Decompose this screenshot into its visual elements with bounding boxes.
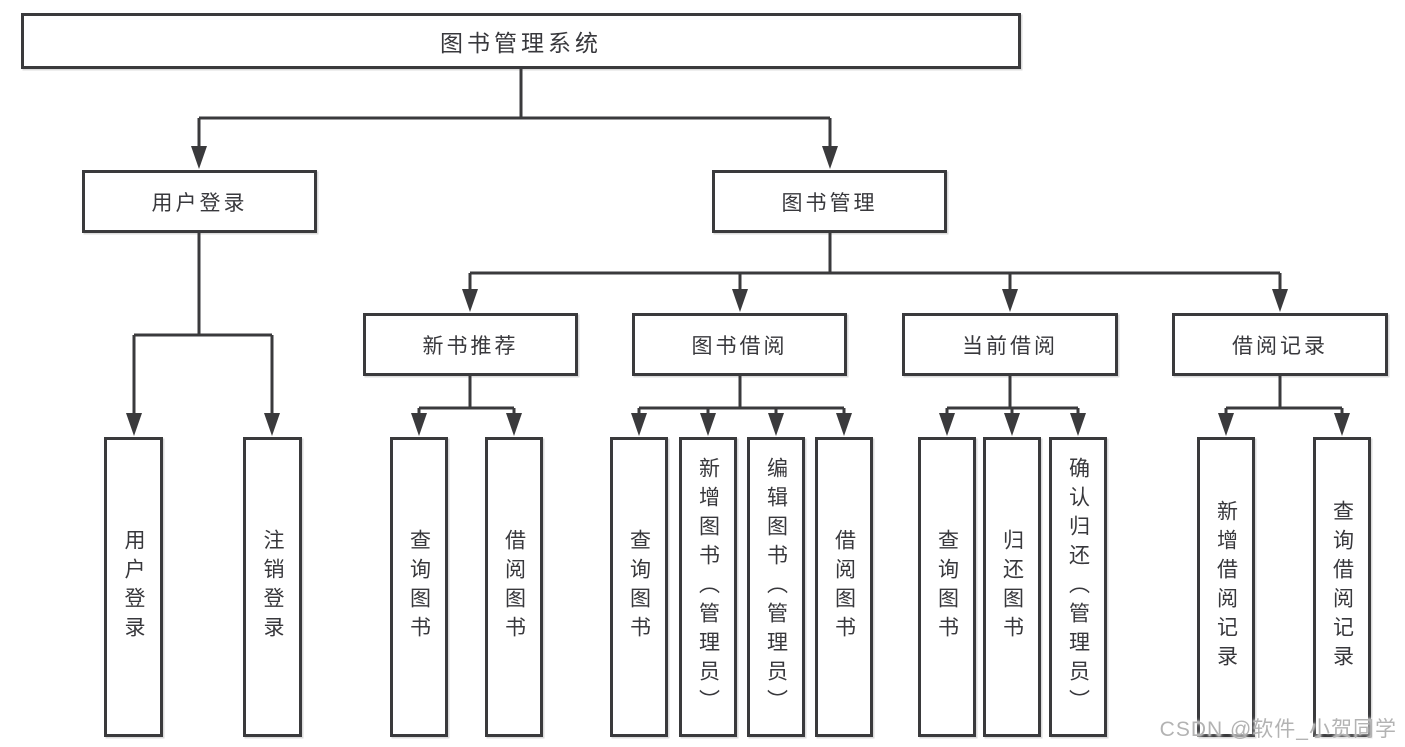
node-new-book-recommend-label: 新书推荐 [422, 334, 519, 358]
leaf-query-borrow-record-label: 查询借阅记录 [1330, 500, 1354, 674]
leaf-confirm-return-admin-label: 确认归还（管理员） [1066, 456, 1090, 718]
node-book-management-branch-label: 图书管理 [781, 191, 878, 215]
leaf-return-book: 归还图书 [983, 437, 1041, 737]
arrowheads [126, 146, 1350, 436]
node-system-root-label: 图书管理系统 [440, 30, 602, 56]
node-new-book-recommend: 新书推荐 [363, 313, 578, 376]
leaf-logout-label: 注销登录 [261, 529, 284, 645]
watermark: CSDN @软件_小贺同学 [1159, 718, 1397, 741]
leaf-confirm-return-admin: 确认归还（管理员） [1049, 437, 1107, 737]
leaf-user-login: 用户登录 [104, 437, 163, 737]
leaf-query-book-1-label: 查询图书 [407, 529, 431, 645]
leaf-borrow-book-1: 借阅图书 [485, 437, 543, 737]
node-borrowing-records: 借阅记录 [1172, 313, 1388, 376]
leaf-add-borrow-record-label: 新增借阅记录 [1214, 500, 1238, 674]
node-book-management-branch: 图书管理 [712, 170, 947, 233]
leaf-query-book-2: 查询图书 [610, 437, 668, 737]
leaf-return-book-label: 归还图书 [1000, 529, 1024, 645]
node-current-borrowing: 当前借阅 [902, 313, 1118, 376]
leaf-query-book-1: 查询图书 [390, 437, 448, 737]
node-system-root: 图书管理系统 [21, 13, 1021, 69]
leaf-query-book-3: 查询图书 [918, 437, 976, 737]
leaf-borrow-book-2: 借阅图书 [815, 437, 873, 737]
leaf-query-borrow-record: 查询借阅记录 [1313, 437, 1371, 737]
leaf-add-book-admin: 新增图书（管理员） [679, 437, 737, 737]
node-user-login-branch: 用户登录 [82, 170, 317, 233]
leaf-add-borrow-record: 新增借阅记录 [1197, 437, 1255, 737]
leaf-user-login-label: 用户登录 [122, 529, 145, 645]
node-current-borrowing-label: 当前借阅 [962, 334, 1058, 358]
leaf-borrow-book-2-label: 借阅图书 [832, 529, 856, 645]
leaf-query-book-3-label: 查询图书 [935, 529, 959, 645]
node-book-borrowing: 图书借阅 [632, 313, 847, 376]
node-borrowing-records-label: 借阅记录 [1232, 334, 1328, 358]
leaf-logout: 注销登录 [243, 437, 302, 737]
leaf-edit-book-admin: 编辑图书（管理员） [747, 437, 805, 737]
leaf-edit-book-admin-label: 编辑图书（管理员） [764, 456, 788, 718]
leaf-borrow-book-1-label: 借阅图书 [502, 529, 526, 645]
node-user-login-branch-label: 用户登录 [151, 191, 248, 215]
leaf-query-book-2-label: 查询图书 [627, 529, 651, 645]
node-book-borrowing-label: 图书借阅 [691, 334, 788, 358]
leaf-add-book-admin-label: 新增图书（管理员） [696, 456, 720, 718]
